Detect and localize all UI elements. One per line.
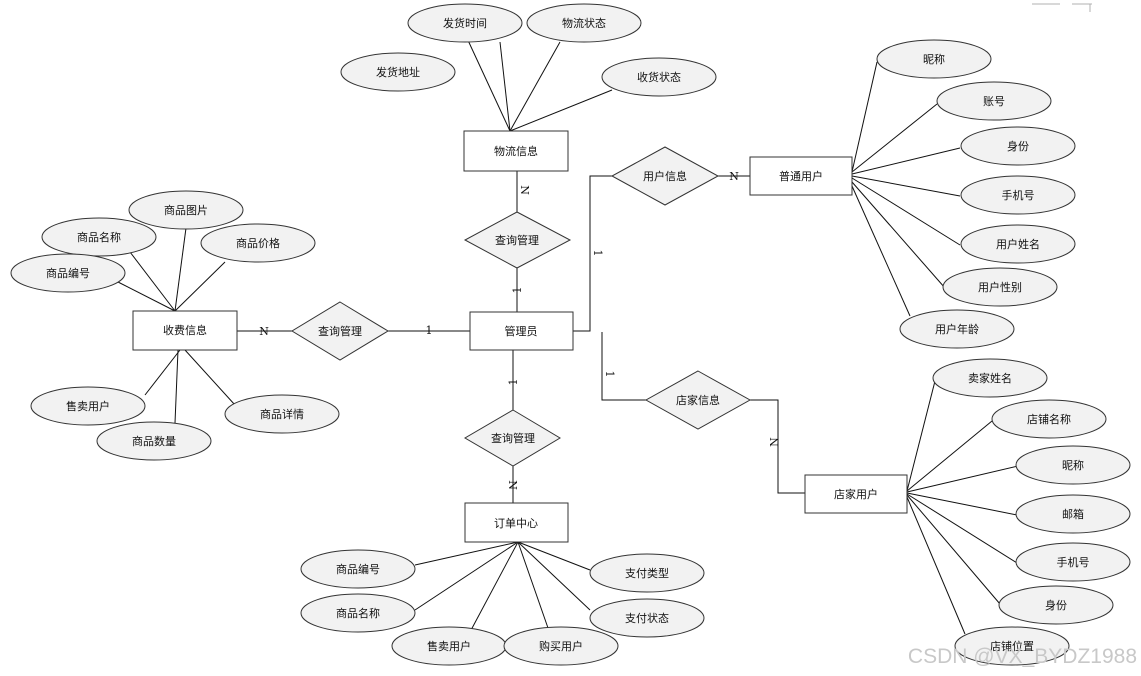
svg-text:商品详情: 商品详情 xyxy=(260,407,304,421)
attribute-seller-user: 售卖用户 xyxy=(30,386,146,426)
attribute-user-nickname: 昵称 xyxy=(876,39,992,79)
attribute-logistics-status: 物流状态 xyxy=(526,3,642,43)
entity-fee-label: 收费信息 xyxy=(163,323,207,337)
attribute-shop-name: 店铺名称 xyxy=(991,399,1107,439)
svg-text:账号: 账号 xyxy=(983,95,1005,108)
attribute-shop-identity: 身份 xyxy=(998,585,1114,625)
entity-admin: 管理员 xyxy=(469,311,574,351)
svg-text:支付状态: 支付状态 xyxy=(625,611,669,625)
relationship-query-fee-label: 查询管理 xyxy=(318,324,362,338)
attribute-payment-type: 支付类型 xyxy=(589,553,705,593)
attribute-user-account: 账号 xyxy=(936,81,1052,121)
svg-text:用户年龄: 用户年龄 xyxy=(935,322,979,336)
svg-text:售卖用户: 售卖用户 xyxy=(66,399,110,413)
cardinality-logistics-top: N xyxy=(518,185,531,195)
entity-fee-info: 收费信息 xyxy=(132,310,238,351)
svg-text:店铺名称: 店铺名称 xyxy=(1027,412,1071,426)
attribute-receive-status: 收货状态 xyxy=(601,57,717,97)
entity-order-label: 订单中心 xyxy=(494,517,538,530)
cardinality-user-admin: 1 xyxy=(591,250,604,257)
cardinality-shop-right: N xyxy=(768,437,781,447)
relationship-query-order: 查询管理 xyxy=(464,409,561,467)
svg-text:身份: 身份 xyxy=(1045,598,1067,612)
svg-text:商品名称: 商品名称 xyxy=(336,606,380,620)
attribute-product-image: 商品图片 xyxy=(128,190,244,230)
attribute-product-name: 商品名称 xyxy=(41,217,157,257)
svg-text:商品数量: 商品数量 xyxy=(132,434,176,448)
svg-text:收货状态: 收货状态 xyxy=(637,70,681,84)
svg-text:店铺位置: 店铺位置 xyxy=(990,639,1034,653)
relationship-shop-info: 店家信息 xyxy=(644,370,752,430)
attribute-user-phone: 手机号 xyxy=(960,175,1076,215)
svg-text:物流状态: 物流状态 xyxy=(562,16,606,30)
svg-text:邮箱: 邮箱 xyxy=(1062,507,1084,521)
svg-text:卖家姓名: 卖家姓名 xyxy=(968,371,1012,385)
svg-text:身份: 身份 xyxy=(1007,139,1029,153)
cardinality-fee-admin: 1 xyxy=(426,324,433,337)
attribute-product-price: 商品价格 xyxy=(200,223,316,263)
relationship-query-logistics-label: 查询管理 xyxy=(495,233,539,247)
attribute-shop-email: 邮箱 xyxy=(1015,494,1131,534)
entity-user-label: 普通用户 xyxy=(779,169,823,183)
relationship-shop-info-label: 店家信息 xyxy=(676,393,720,407)
svg-text:商品编号: 商品编号 xyxy=(46,266,90,280)
svg-text:发货地址: 发货地址 xyxy=(376,65,420,79)
svg-text:售卖用户: 售卖用户 xyxy=(427,639,471,653)
entity-regular-user: 普通用户 xyxy=(749,156,853,196)
entity-shop-user: 店家用户 xyxy=(804,474,908,514)
attribute-shop-location: 店铺位置 xyxy=(954,626,1070,666)
svg-text:用户姓名: 用户姓名 xyxy=(996,237,1040,251)
cardinality-order-admin: 1 xyxy=(507,379,520,386)
attribute-shop-nickname: 昵称 xyxy=(1015,445,1131,485)
svg-text:商品图片: 商品图片 xyxy=(164,203,208,217)
svg-text:商品价格: 商品价格 xyxy=(236,236,280,250)
attribute-order-seller: 售卖用户 xyxy=(391,626,507,666)
cardinality-labels: N 1 N 1 1 N 1 N 1 N xyxy=(259,170,781,490)
entity-logistics-label: 物流信息 xyxy=(494,144,538,158)
svg-text:支付类型: 支付类型 xyxy=(625,566,669,580)
svg-text:昵称: 昵称 xyxy=(923,52,945,66)
cardinality-fee-left: N xyxy=(259,325,269,338)
relationship-query-logistics: 查询管理 xyxy=(463,211,572,269)
page-corner-mark xyxy=(1032,3,1092,12)
svg-text:发货时间: 发货时间 xyxy=(443,16,487,30)
attribute-shop-phone: 手机号 xyxy=(1015,542,1131,582)
attribute-user-name: 用户姓名 xyxy=(960,224,1076,264)
attribute-user-gender: 用户性别 xyxy=(942,267,1058,307)
relationship-user-info-label: 用户信息 xyxy=(643,169,687,183)
watermark-text: CSDN @VX_BYDZ1988 xyxy=(908,645,1137,668)
attribute-product-detail: 商品详情 xyxy=(224,394,340,434)
attribute-order-buyer: 购买用户 xyxy=(503,626,619,666)
attribute-ship-time: 发货时间 xyxy=(407,3,523,43)
attribute-user-identity: 身份 xyxy=(960,126,1076,166)
cardinality-order-bottom: N xyxy=(506,480,519,490)
entity-shop-label: 店家用户 xyxy=(834,487,878,501)
svg-text:用户性别: 用户性别 xyxy=(978,280,1022,294)
entity-logistics-info: 物流信息 xyxy=(463,130,569,172)
svg-text:购买用户: 购买用户 xyxy=(539,639,583,653)
attribute-product-id: 商品编号 xyxy=(10,253,126,293)
attribute-order-product-id: 商品编号 xyxy=(300,549,416,589)
relationship-query-order-label: 查询管理 xyxy=(491,431,535,445)
relationship-query-fee: 查询管理 xyxy=(291,301,389,361)
attribute-ship-address: 发货地址 xyxy=(340,52,456,92)
attribute-product-quantity: 商品数量 xyxy=(96,421,212,461)
svg-text:手机号: 手机号 xyxy=(1002,188,1035,202)
cardinality-user-right: N xyxy=(729,170,739,183)
attribute-seller-name: 卖家姓名 xyxy=(932,358,1048,398)
cardinality-logistics-admin: 1 xyxy=(511,287,524,294)
cardinality-shop-admin: 1 xyxy=(603,371,616,378)
svg-text:手机号: 手机号 xyxy=(1057,555,1090,569)
attribute-payment-status: 支付状态 xyxy=(589,598,705,638)
svg-text:昵称: 昵称 xyxy=(1062,458,1084,472)
entity-order-center: 订单中心 xyxy=(464,502,569,543)
attribute-user-age: 用户年龄 xyxy=(899,309,1015,349)
svg-text:商品编号: 商品编号 xyxy=(336,562,380,576)
relationship-user-info: 用户信息 xyxy=(610,146,720,206)
svg-text:商品名称: 商品名称 xyxy=(77,230,121,244)
connection-lines xyxy=(117,35,1019,635)
attribute-order-product-name: 商品名称 xyxy=(300,593,416,633)
entity-admin-label: 管理员 xyxy=(505,324,538,338)
